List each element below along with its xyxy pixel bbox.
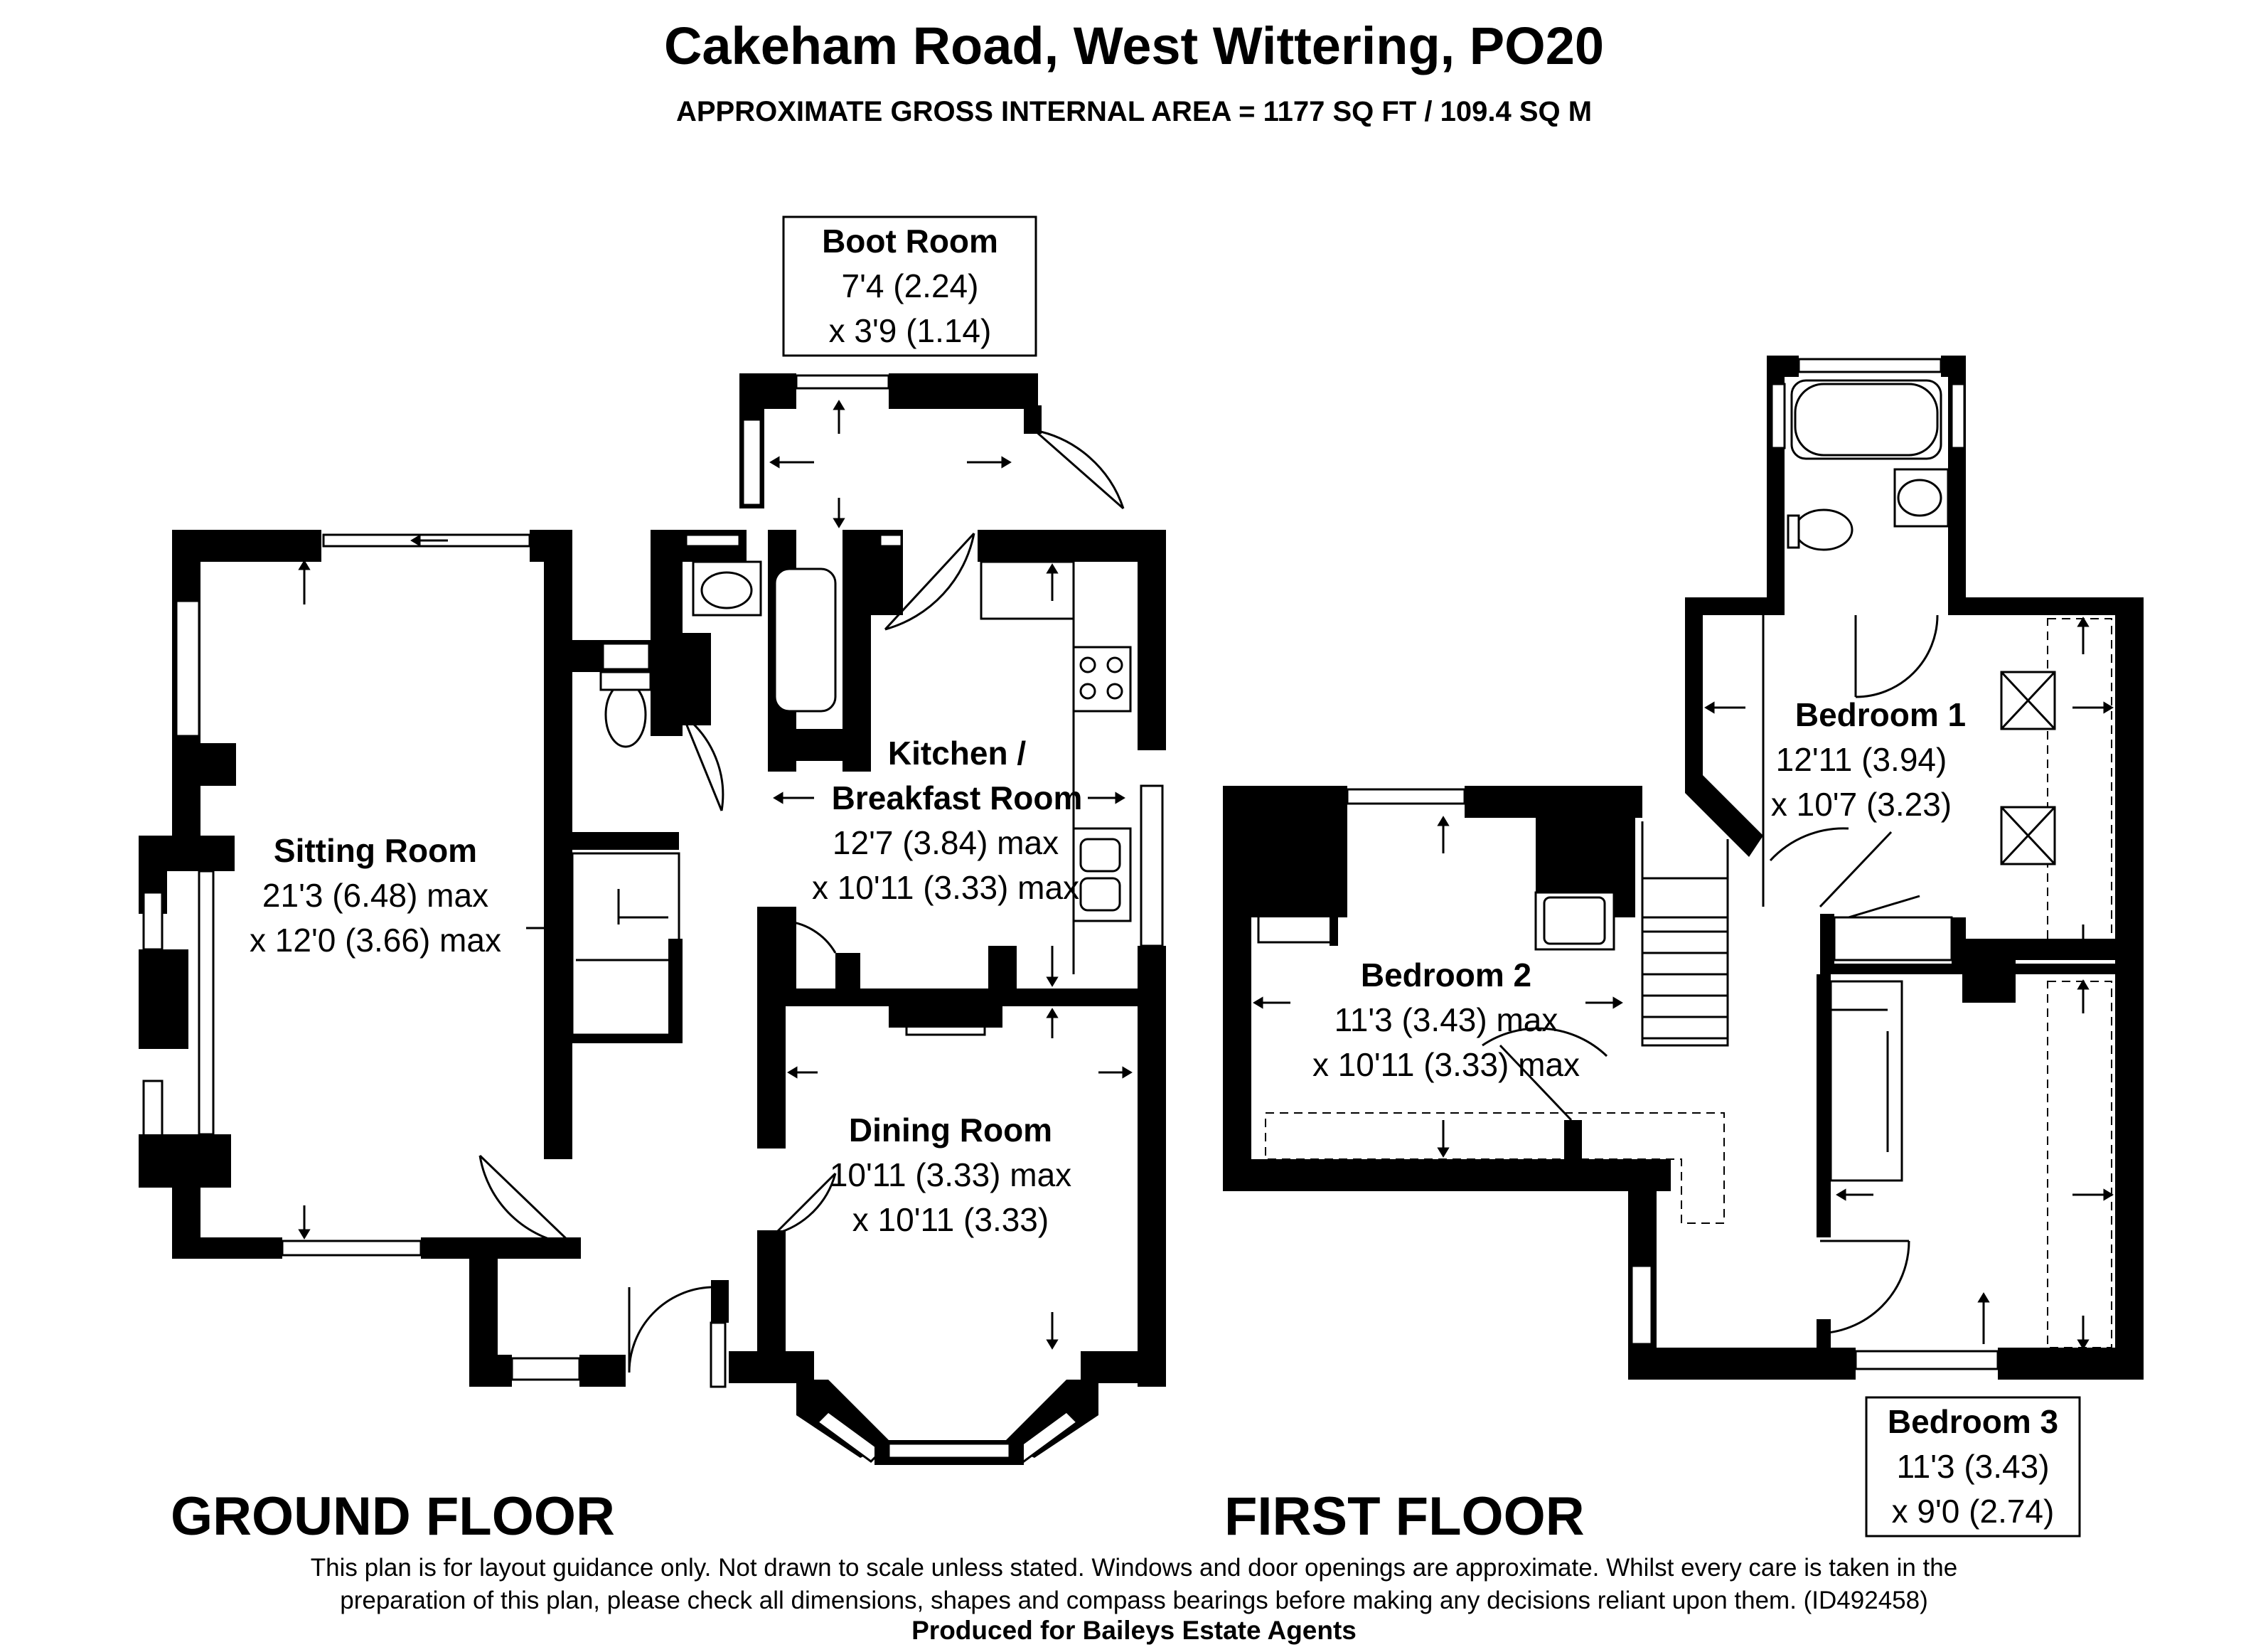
bedroom-1-dim2: x 10'7 (3.23) — [1771, 786, 1952, 823]
disclaimer-line-2: preparation of this plan, please check a… — [340, 1587, 1928, 1614]
sitting-room-label: Sitting Room 21'3 (6.48) max x 12'0 (3.6… — [250, 832, 501, 959]
bedroom-1-name: Bedroom 1 — [1795, 696, 1966, 733]
kitchen-label: Kitchen / Breakfast Room 12'7 (3.84) max… — [812, 735, 1082, 906]
kitchen-dim1: 12'7 (3.84) max — [833, 824, 1059, 861]
ground-floor-plan — [139, 215, 1166, 1465]
dining-room-name: Dining Room — [849, 1112, 1052, 1149]
page-title: Cakeham Road, West Wittering, PO20 — [663, 16, 1605, 75]
bedroom-3-dim2: x 9'0 (2.74) — [1892, 1493, 2055, 1530]
kitchen-dim2: x 10'11 (3.33) max — [812, 869, 1079, 906]
sitting-room-dim2: x 12'0 (3.66) max — [250, 922, 501, 959]
page-subtitle: APPROXIMATE GROSS INTERNAL AREA = 1177 S… — [675, 96, 1593, 127]
kitchen-name-line2: Breakfast Room — [832, 779, 1083, 816]
bedroom-2-name: Bedroom 2 — [1361, 956, 1531, 993]
first-floor-label: FIRST FLOOR — [1224, 1486, 1585, 1547]
bedroom-3-label-box — [1865, 1396, 2081, 1538]
first-floor-plan — [1223, 356, 2144, 1538]
credit: Produced for Baileys Estate Agents — [911, 1616, 1357, 1645]
dining-room-dim1: 10'11 (3.33) max — [830, 1156, 1071, 1193]
bedroom-3-dim1: 11'3 (3.43) — [1896, 1448, 2049, 1485]
boot-room-label: Boot Room 7'4 (2.24) x 3'9 (1.14) — [822, 223, 998, 349]
bedroom-1-dim1: 12'11 (3.94) — [1776, 741, 1947, 778]
bedroom-3-label: Bedroom 3 11'3 (3.43) x 9'0 (2.74) — [1888, 1403, 2058, 1530]
bedroom-2-dim1: 11'3 (3.43) max — [1334, 1001, 1558, 1038]
disclaimer-line-1: This plan is for layout guidance only. N… — [310, 1554, 1958, 1582]
boot-room-dim2: x 3'9 (1.14) — [829, 312, 992, 349]
disclaimer: This plan is for layout guidance only. N… — [0, 1552, 2268, 1617]
ground-floor-label: GROUND FLOOR — [171, 1486, 615, 1547]
boot-room-label-box — [782, 215, 1037, 357]
bedroom-3-name: Bedroom 3 — [1888, 1403, 2058, 1440]
bedroom-1-label: Bedroom 1 12'11 (3.94) x 10'7 (3.23) — [1771, 696, 1966, 823]
sitting-room-name: Sitting Room — [274, 832, 477, 869]
boot-room-name: Boot Room — [822, 223, 998, 260]
dining-room-label: Dining Room 10'11 (3.33) max x 10'11 (3.… — [830, 1112, 1071, 1238]
dining-room-dim2: x 10'11 (3.33) — [852, 1201, 1049, 1238]
bedroom-2-label: Bedroom 2 11'3 (3.43) max x 10'11 (3.33)… — [1312, 956, 1580, 1083]
boot-room-dim1: 7'4 (2.24) — [842, 267, 979, 304]
kitchen-name-line1: Kitchen / — [888, 735, 1026, 772]
sitting-room-dim1: 21'3 (6.48) max — [262, 877, 488, 914]
bedroom-2-dim2: x 10'11 (3.33) max — [1312, 1046, 1580, 1083]
